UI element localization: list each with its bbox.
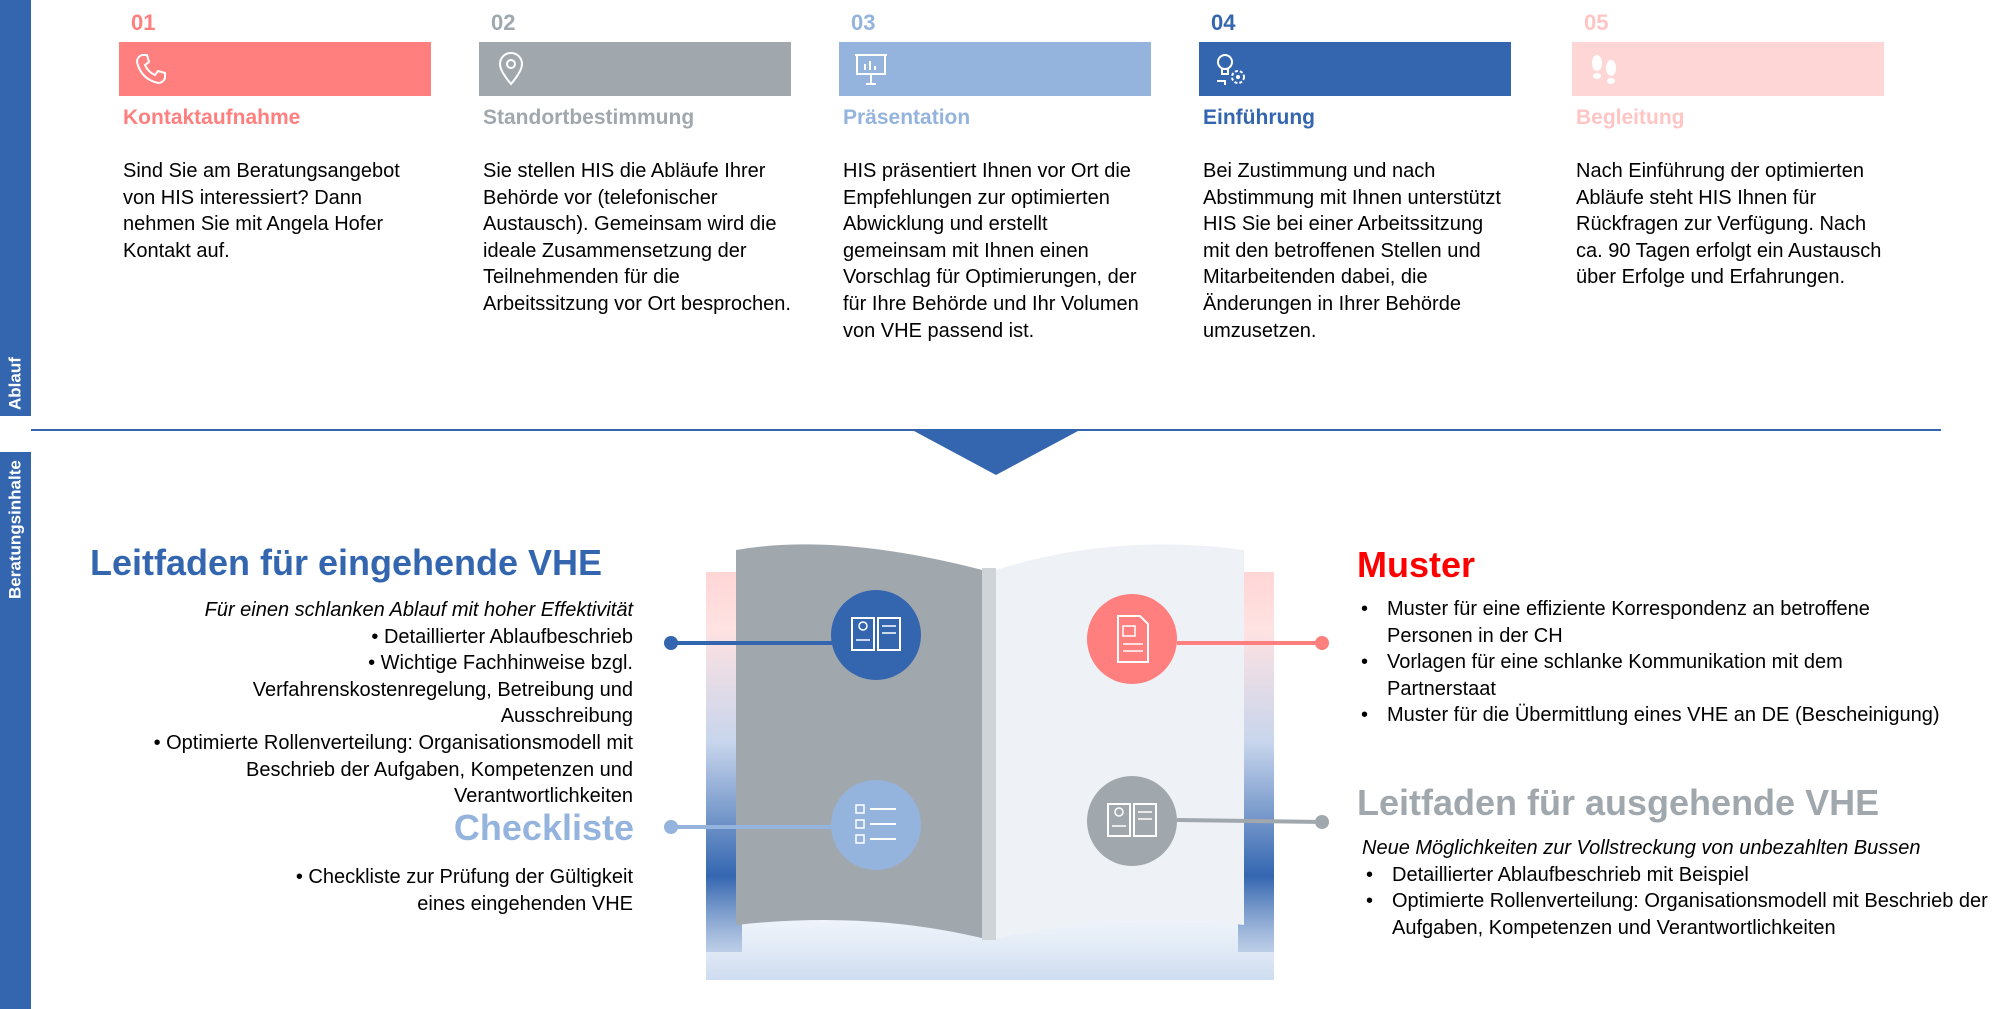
connector-checkliste	[664, 820, 832, 834]
step-text: Bei Zustimmung und nach Abstimmung mit I…	[1203, 160, 1501, 342]
leitfaden-ein-title: Leitfaden für eingehende VHE	[90, 542, 603, 583]
step-number: 03	[851, 10, 876, 35]
leitfaden-ein-list: Detaillierter Ablaufbeschrieb Wichtige F…	[80, 624, 633, 810]
step-bar	[1199, 42, 1511, 96]
leitfaden-aus-list: Detaillierter Ablaufbeschrieb mit Beispi…	[1362, 862, 2002, 942]
location-pin-icon	[498, 52, 524, 86]
step-text: Nach Einführung der optimierten Abläufe …	[1576, 160, 1882, 289]
connector-muster	[1177, 636, 1329, 650]
step-number: 04	[1211, 10, 1236, 35]
step-1: 01 Kontaktaufnahme Sind Sie am Beratungs…	[119, 10, 431, 264]
step-4: 04 Einführung Bei Zustimmung und nach Ab…	[1199, 10, 1511, 344]
checkliste-title: Checkliste	[453, 807, 634, 848]
lightbulb-gear-icon	[1217, 54, 1245, 85]
step-number: 02	[491, 10, 516, 35]
step-text: HIS präsentiert Ihnen vor Ort die Empfeh…	[843, 160, 1139, 342]
list-item: Checkliste zur Prüfung der Gültigkeit ei…	[280, 864, 633, 917]
list-item: Optimierte Rollenverteilung: Organisatio…	[80, 730, 633, 810]
step-5: 05 Begleitung Nach Einführung der optimi…	[1572, 10, 1884, 291]
step-bar	[119, 42, 431, 96]
muster-title: Muster	[1357, 544, 1476, 585]
phone-icon	[135, 54, 166, 85]
muster-content: Muster für eine effiziente Korrespondenz…	[1357, 596, 1997, 729]
step-title: Begleitung	[1576, 106, 1685, 129]
money-book-icon	[1087, 776, 1177, 866]
leitfaden-aus-content: Neue Möglichkeiten zur Vollstreckung von…	[1362, 835, 2002, 941]
presentation-board-icon	[855, 54, 887, 85]
money-book-icon	[831, 590, 921, 680]
document-icon	[1087, 594, 1177, 684]
step-2: 02 Standortbestimmung Sie stellen HIS di…	[479, 10, 791, 318]
footprints-icon	[1592, 55, 1616, 84]
list-item: Detaillierter Ablaufbeschrieb mit Beispi…	[1362, 862, 2002, 889]
list-item: Muster für die Übermittlung eines VHE an…	[1357, 702, 1997, 729]
checkliste-content: Checkliste zur Prüfung der Gültigkeit ei…	[280, 864, 633, 917]
leitfaden-ein-subtitle: Für einen schlanken Ablauf mit hoher Eff…	[204, 599, 633, 621]
step-text: Sind Sie am Beratungsangebot von HIS int…	[123, 160, 400, 262]
leitfaden-aus-title: Leitfaden für ausgehende VHE	[1357, 782, 1880, 823]
connector-leitfaden-ein	[664, 636, 832, 650]
list-item: Detaillierter Ablaufbeschrieb	[80, 624, 633, 651]
list-item: Wichtige Fachhinweise bzgl. Verfahrensko…	[80, 650, 633, 730]
step-title: Kontaktaufnahme	[123, 106, 301, 129]
section-separator	[31, 429, 1941, 431]
sidebar-ablauf	[0, 0, 31, 416]
step-bar	[479, 42, 791, 96]
checklist-icon	[831, 780, 921, 870]
step-3: 03 Präsentation HIS präsentiert Ihnen vo…	[839, 10, 1151, 344]
checkliste-list: Checkliste zur Prüfung der Gültigkeit ei…	[280, 864, 633, 917]
step-title: Präsentation	[843, 106, 971, 129]
step-bar	[839, 42, 1151, 96]
list-item: Vorlagen für eine schlanke Kommunikation…	[1357, 649, 1997, 702]
step-bar	[1572, 42, 1884, 96]
book-spine	[982, 568, 996, 940]
list-item: Muster für eine effiziente Korrespondenz…	[1357, 596, 1997, 649]
list-item: Optimierte Rollenverteilung: Organisatio…	[1362, 888, 2002, 941]
step-number: 05	[1584, 10, 1609, 35]
step-title: Einführung	[1203, 106, 1315, 129]
down-arrow	[914, 431, 1078, 475]
leitfaden-aus-subtitle: Neue Möglichkeiten zur Vollstreckung von…	[1362, 837, 1921, 859]
step-number: 01	[131, 10, 156, 35]
muster-list: Muster für eine effiziente Korrespondenz…	[1357, 596, 1997, 729]
sidebar-beratungsinhalte	[0, 452, 31, 1009]
leitfaden-ein-content: Für einen schlanken Ablauf mit hoher Eff…	[80, 597, 633, 810]
step-text: Sie stellen HIS die Abläufe Ihrer Behörd…	[483, 160, 791, 315]
connector-leitfaden-aus	[1176, 815, 1329, 829]
step-title: Standortbestimmung	[483, 106, 695, 129]
